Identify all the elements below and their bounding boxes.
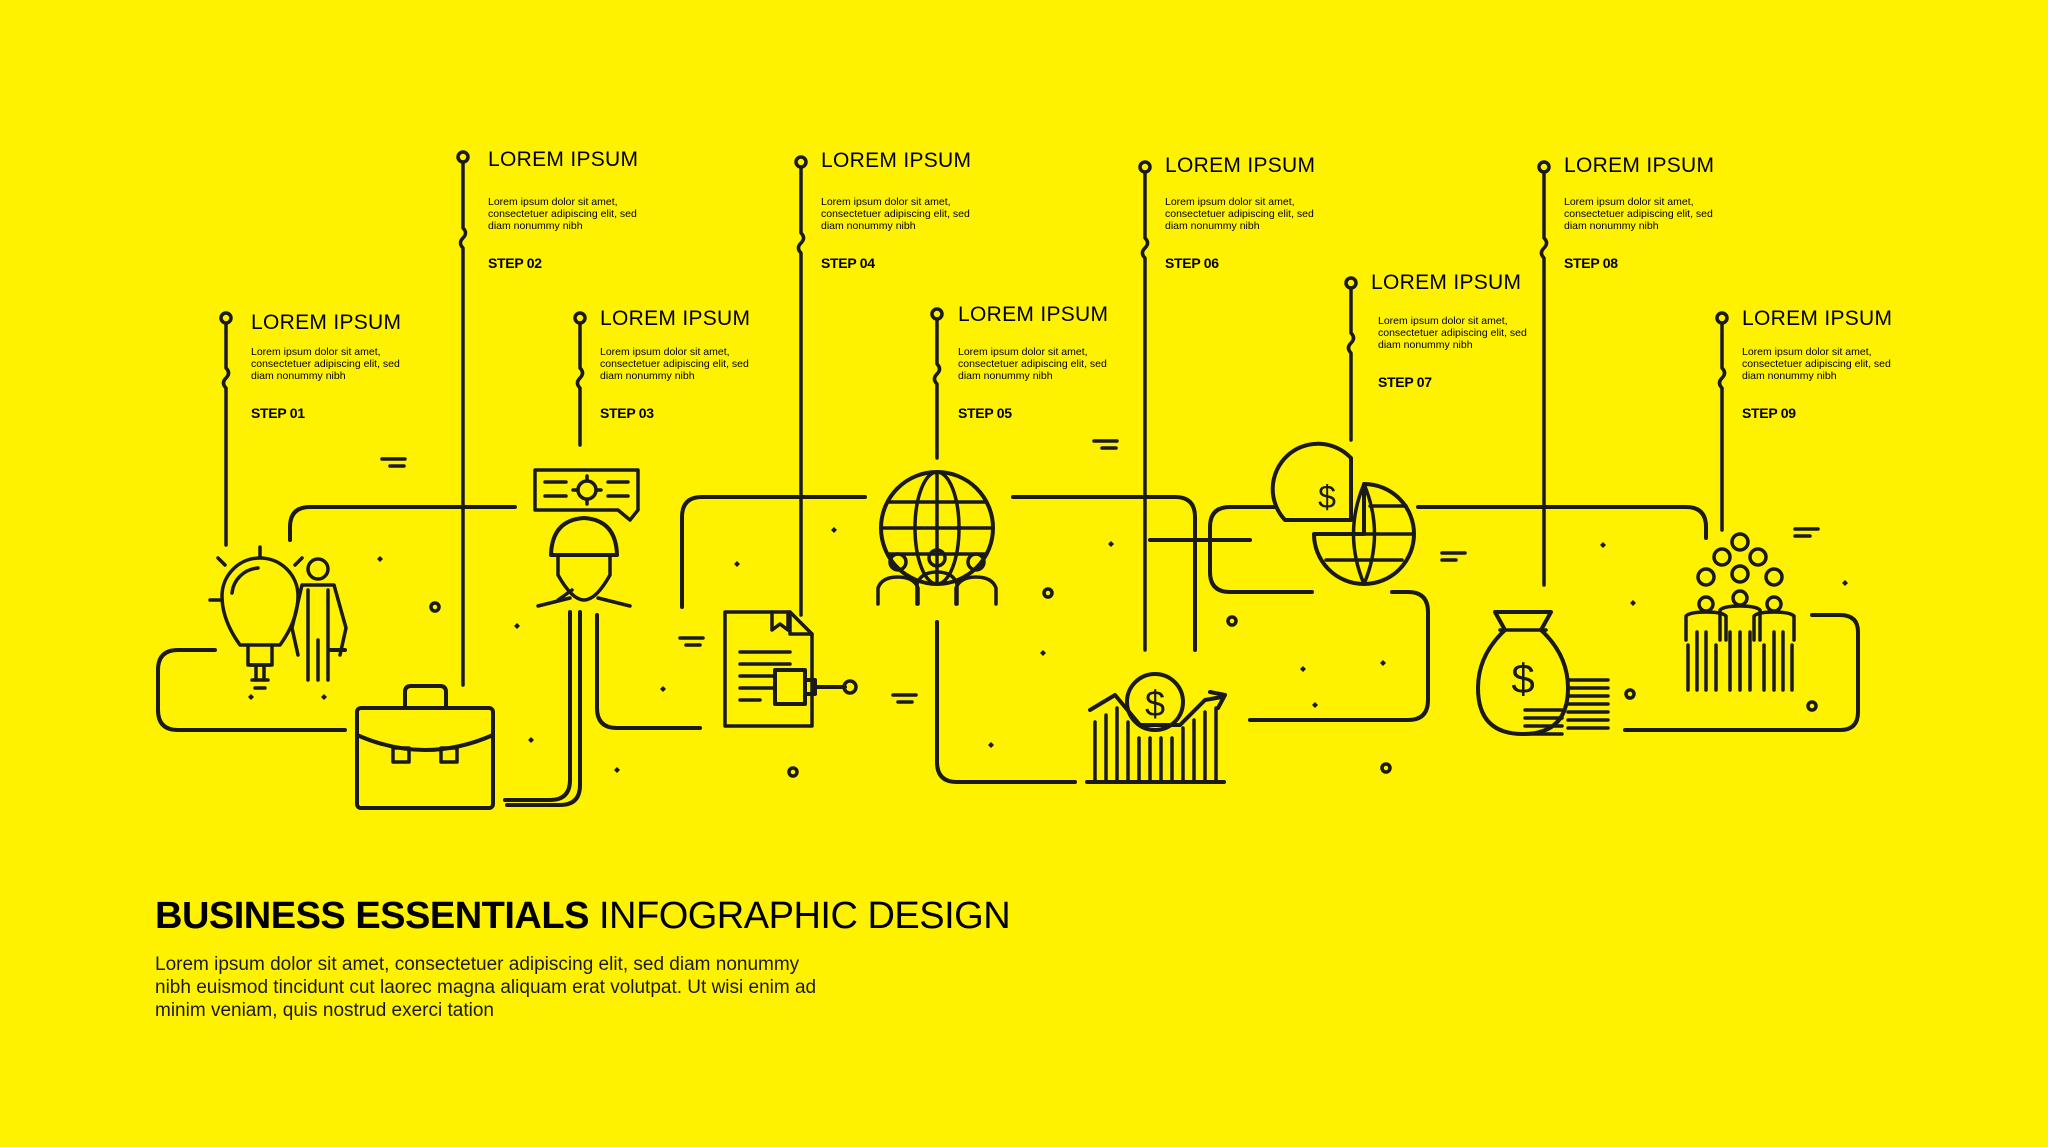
svg-text:consectetuer adipiscing elit,: consectetuer adipiscing elit, sed xyxy=(1378,327,1527,339)
step-text-03: LOREM IPSUM Lorem ipsum dolor sit amet, … xyxy=(600,307,750,421)
svg-text:consectetuer adipiscing elit,: consectetuer adipiscing elit, sed xyxy=(1564,208,1713,220)
pin-step-05 xyxy=(930,307,944,460)
pin-step-07 xyxy=(1344,276,1358,442)
intro-line: nibh euismod tincidunt cut laorec magna … xyxy=(155,977,817,998)
title-light: INFOGRAPHIC DESIGN xyxy=(589,895,1010,937)
page-title: BUSINESS ESSENTIALS INFOGRAPHIC DESIGN xyxy=(155,895,1010,937)
briefcase-icon xyxy=(355,610,572,810)
svg-text:diam nonummy nibh: diam nonummy nibh xyxy=(1742,370,1837,382)
money-bag-coins-icon: $ xyxy=(1476,610,1610,736)
svg-text:diam nonummy nibh: diam nonummy nibh xyxy=(1564,220,1659,232)
step-text-09: LOREM IPSUM Lorem ipsum dolor sit amet, … xyxy=(1742,307,1892,421)
svg-text:STEP 07: STEP 07 xyxy=(1378,374,1432,390)
step-text-04: LOREM IPSUM Lorem ipsum dolor sit amet, … xyxy=(821,149,971,271)
pin-step-04 xyxy=(794,155,808,617)
svg-text:diam nonummy nibh: diam nonummy nibh xyxy=(1165,220,1260,232)
svg-text:Lorem ipsum dolor sit amet,: Lorem ipsum dolor sit amet, xyxy=(958,346,1088,358)
step-text-07: LOREM IPSUM Lorem ipsum dolor sit amet, … xyxy=(1371,271,1527,390)
title-bold: BUSINESS ESSENTIALS xyxy=(155,895,589,937)
svg-text:STEP 04: STEP 04 xyxy=(821,255,875,271)
pin-step-06 xyxy=(1138,160,1152,652)
svg-text:LOREM IPSUM: LOREM IPSUM xyxy=(1564,154,1714,177)
intro-paragraph: Lorem ipsum dolor sit amet, consectetuer… xyxy=(155,953,915,1022)
step-text-05: LOREM IPSUM Lorem ipsum dolor sit amet, … xyxy=(958,303,1108,421)
pin-step-09 xyxy=(1715,311,1729,532)
svg-text:STEP 01: STEP 01 xyxy=(251,405,305,421)
svg-text:STEP 08: STEP 08 xyxy=(1564,255,1618,271)
svg-text:Lorem ipsum dolor sit amet,: Lorem ipsum dolor sit amet, xyxy=(251,346,381,358)
svg-text:STEP 03: STEP 03 xyxy=(600,405,654,421)
svg-text:Lorem ipsum dolor sit amet,: Lorem ipsum dolor sit amet, xyxy=(488,196,618,208)
pin-step-03 xyxy=(573,311,587,447)
pin-step-01 xyxy=(219,311,233,547)
svg-text:consectetuer adipiscing elit,: consectetuer adipiscing elit, sed xyxy=(251,358,400,370)
svg-text:STEP 05: STEP 05 xyxy=(958,405,1012,421)
svg-text:Lorem ipsum dolor sit amet,: Lorem ipsum dolor sit amet, xyxy=(1742,346,1872,358)
pin-step-02 xyxy=(456,150,470,687)
svg-text:consectetuer adipiscing elit,: consectetuer adipiscing elit, sed xyxy=(1165,208,1314,220)
engineer-icon xyxy=(533,468,640,608)
step-text-02: LOREM IPSUM Lorem ipsum dolor sit amet, … xyxy=(488,148,638,271)
intro-line: minim veniam, quis nostrud exerci tation xyxy=(155,1000,494,1021)
svg-text:consectetuer adipiscing elit,: consectetuer adipiscing elit, sed xyxy=(821,208,970,220)
idea-person-icon xyxy=(208,545,348,690)
svg-text:consectetuer adipiscing elit,: consectetuer adipiscing elit, sed xyxy=(600,358,749,370)
svg-text:STEP 09: STEP 09 xyxy=(1742,405,1796,421)
svg-text:LOREM IPSUM: LOREM IPSUM xyxy=(821,149,971,172)
svg-text:diam nonummy nibh: diam nonummy nibh xyxy=(958,370,1053,382)
svg-text:diam nonummy nibh: diam nonummy nibh xyxy=(488,220,583,232)
contract-stamp-icon xyxy=(723,610,858,728)
svg-text:LOREM IPSUM: LOREM IPSUM xyxy=(251,311,401,334)
step-text-06: LOREM IPSUM Lorem ipsum dolor sit amet, … xyxy=(1165,154,1315,271)
svg-text:diam nonummy nibh: diam nonummy nibh xyxy=(1378,339,1473,351)
svg-text:diam nonummy nibh: diam nonummy nibh xyxy=(251,370,346,382)
intro-line: Lorem ipsum dolor sit amet, consectetuer… xyxy=(155,954,800,975)
flow-connector xyxy=(156,495,1860,807)
global-finance-pie-icon: $ xyxy=(1270,441,1416,586)
decorations xyxy=(248,439,1848,778)
step-text-08: LOREM IPSUM Lorem ipsum dolor sit amet, … xyxy=(1564,154,1714,271)
crowd-ideas-icon xyxy=(1684,532,1796,692)
svg-text:Lorem ipsum dolor sit amet,: Lorem ipsum dolor sit amet, xyxy=(1165,196,1295,208)
svg-text:consectetuer adipiscing elit,: consectetuer adipiscing elit, sed xyxy=(488,208,637,220)
svg-text:diam nonummy nibh: diam nonummy nibh xyxy=(821,220,916,232)
svg-text:LOREM IPSUM: LOREM IPSUM xyxy=(958,303,1108,326)
svg-text:Lorem ipsum dolor sit amet,: Lorem ipsum dolor sit amet, xyxy=(600,346,730,358)
svg-text:consectetuer adipiscing elit,: consectetuer adipiscing elit, sed xyxy=(1742,358,1891,370)
step-text-01: LOREM IPSUM Lorem ipsum dolor sit amet, … xyxy=(251,311,401,421)
step-pins xyxy=(219,150,1729,687)
svg-text:Lorem ipsum dolor sit amet,: Lorem ipsum dolor sit amet, xyxy=(1378,315,1508,327)
svg-text:LOREM IPSUM: LOREM IPSUM xyxy=(1371,271,1521,294)
svg-text:$: $ xyxy=(1318,479,1336,515)
svg-text:LOREM IPSUM: LOREM IPSUM xyxy=(488,148,638,171)
svg-text:Lorem ipsum dolor sit amet,: Lorem ipsum dolor sit amet, xyxy=(1564,196,1694,208)
global-team-icon xyxy=(876,470,998,606)
svg-text:STEP 06: STEP 06 xyxy=(1165,255,1219,271)
pin-step-08 xyxy=(1537,160,1551,587)
svg-text:LOREM IPSUM: LOREM IPSUM xyxy=(600,307,750,330)
dollar-growth-chart-icon: $ xyxy=(1085,672,1227,784)
svg-text:diam nonummy nibh: diam nonummy nibh xyxy=(600,370,695,382)
svg-text:LOREM IPSUM: LOREM IPSUM xyxy=(1742,307,1892,330)
svg-text:STEP 02: STEP 02 xyxy=(488,255,542,271)
svg-text:Lorem ipsum dolor sit amet,: Lorem ipsum dolor sit amet, xyxy=(821,196,951,208)
svg-text:consectetuer adipiscing elit,: consectetuer adipiscing elit, sed xyxy=(958,358,1107,370)
svg-text:$: $ xyxy=(1511,655,1534,702)
svg-text:$: $ xyxy=(1145,683,1165,724)
svg-text:LOREM IPSUM: LOREM IPSUM xyxy=(1165,154,1315,177)
